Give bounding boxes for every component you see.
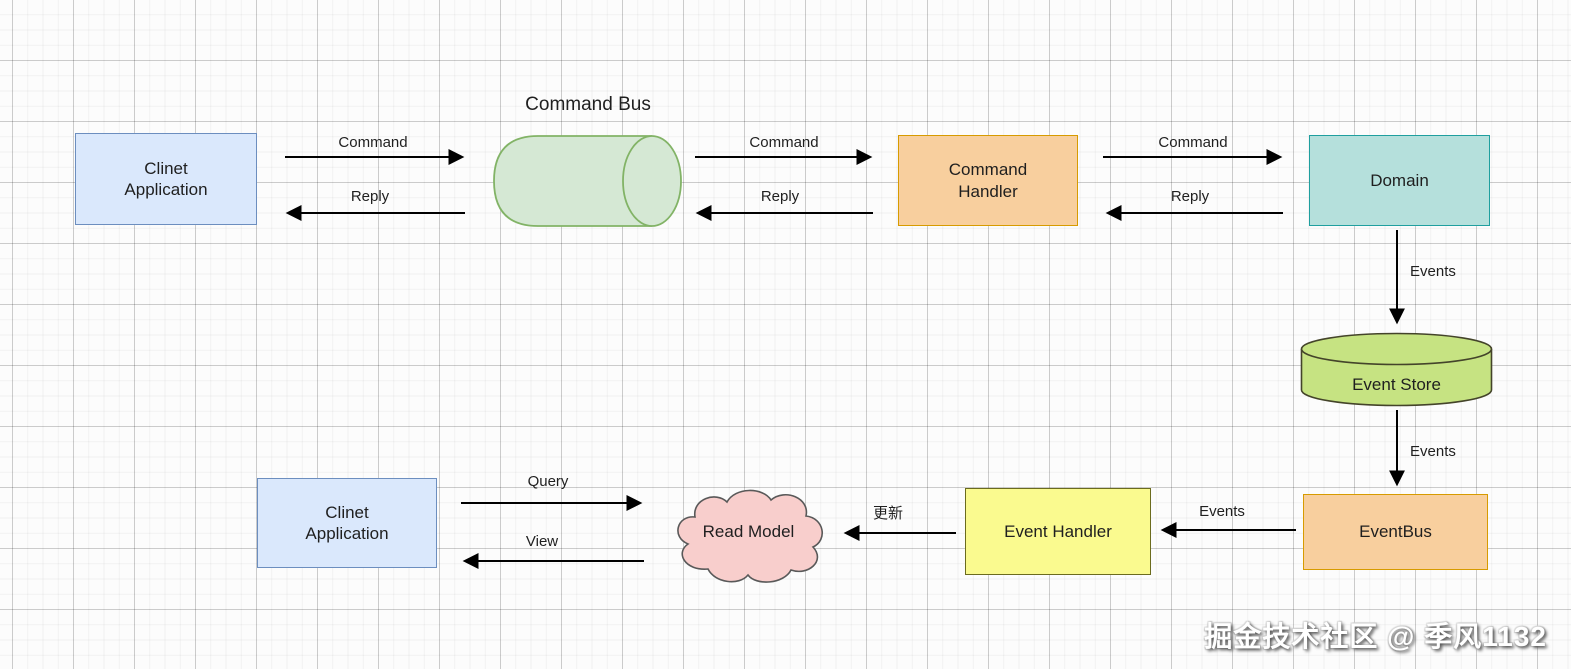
node-label: Command Handler	[948, 160, 1028, 201]
edge-label-events-2: Events	[1410, 443, 1456, 460]
edge-label-reply-2: Reply	[760, 188, 800, 205]
node-label: Clinet Application	[305, 502, 389, 543]
edge-label-query: Query	[527, 473, 569, 490]
node-label: Event Handler	[1004, 521, 1112, 541]
node-domain: Domain	[1309, 135, 1490, 226]
node-event-handler: Event Handler	[965, 488, 1151, 575]
node-label: Domain	[1370, 170, 1429, 190]
command-bus-cylinder-shape	[493, 135, 682, 227]
edge-label-command-1: Command	[338, 134, 408, 151]
watermark-text: 掘金技术社区 @ 季风1132	[1204, 621, 1547, 652]
node-client-application-bottom: Clinet Application	[257, 478, 437, 568]
edge-label-update: 更新	[872, 505, 904, 522]
edge-label-events-1: Events	[1410, 263, 1456, 280]
edge-label-command-3: Command	[1158, 134, 1228, 151]
node-command-handler: Command Handler	[898, 135, 1078, 226]
edge-label-command-2: Command	[749, 134, 819, 151]
command-bus-title: Command Bus	[525, 94, 651, 115]
node-label: Clinet Application	[124, 158, 208, 199]
read-model-cloud-shape	[677, 489, 823, 583]
edge-label-reply-1: Reply	[350, 188, 390, 205]
node-client-application-top: Clinet Application	[75, 133, 257, 225]
event-store-cylinder-shape	[1300, 332, 1493, 407]
node-label: EventBus	[1359, 522, 1432, 542]
node-event-bus: EventBus	[1303, 494, 1488, 570]
edge-label-view: View	[525, 533, 559, 550]
edge-label-reply-3: Reply	[1170, 188, 1210, 205]
edge-label-events-3: Events	[1199, 503, 1245, 520]
